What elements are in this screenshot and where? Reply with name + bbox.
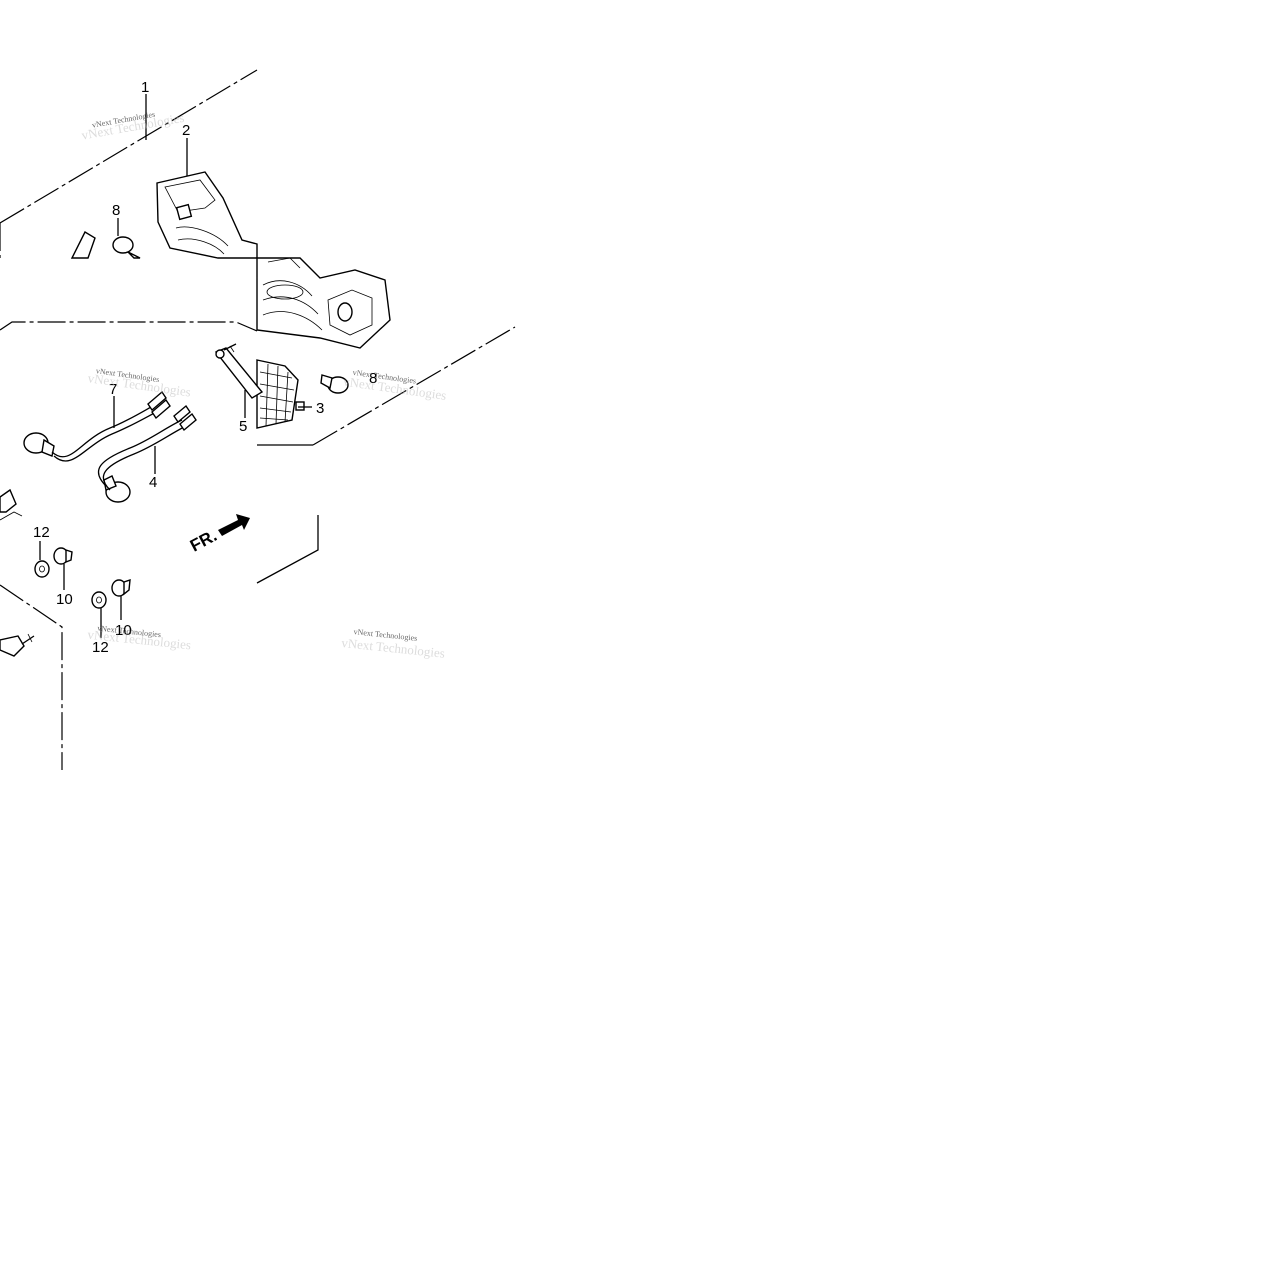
callout-5: 5 [239, 418, 247, 435]
callout-8-right: 8 [369, 370, 377, 387]
callout-4: 4 [149, 474, 157, 491]
bulb-right [320, 374, 349, 394]
socket-wire-7 [23, 390, 171, 462]
callout-7: 7 [109, 381, 117, 398]
nut-10-a [53, 547, 73, 565]
upper-assembly-boundary [0, 69, 516, 446]
reflector-partial [70, 231, 96, 259]
callout-1: 1 [141, 79, 149, 96]
bulb-upper [112, 236, 141, 259]
mounting-bracket [214, 343, 264, 399]
callout-12-b: 12 [92, 639, 109, 656]
washer-12-a [34, 560, 50, 578]
leader-lines [39, 94, 312, 638]
socket-wire-4 [97, 404, 197, 503]
reflector-lens [256, 359, 305, 429]
partial-bracket-bottom-left [0, 633, 35, 657]
callout-8-upper: 8 [112, 202, 120, 219]
front-direction-label: FR. [187, 526, 220, 556]
callout-12-a: 12 [33, 524, 50, 541]
nut-10-b [111, 578, 131, 597]
washer-12-b [91, 591, 107, 609]
callout-10-a: 10 [56, 591, 73, 608]
callout-labels: 1 2 3 4 5 7 8 8 10 10 12 12 [33, 79, 377, 656]
callout-10-b: 10 [115, 622, 132, 639]
taillight-housing [156, 171, 391, 349]
lower-assembly-boundary [0, 321, 319, 770]
front-direction-indicator: FR. [187, 514, 250, 556]
callout-3: 3 [316, 400, 324, 417]
partial-component-left [0, 488, 23, 521]
callout-2: 2 [182, 122, 190, 139]
